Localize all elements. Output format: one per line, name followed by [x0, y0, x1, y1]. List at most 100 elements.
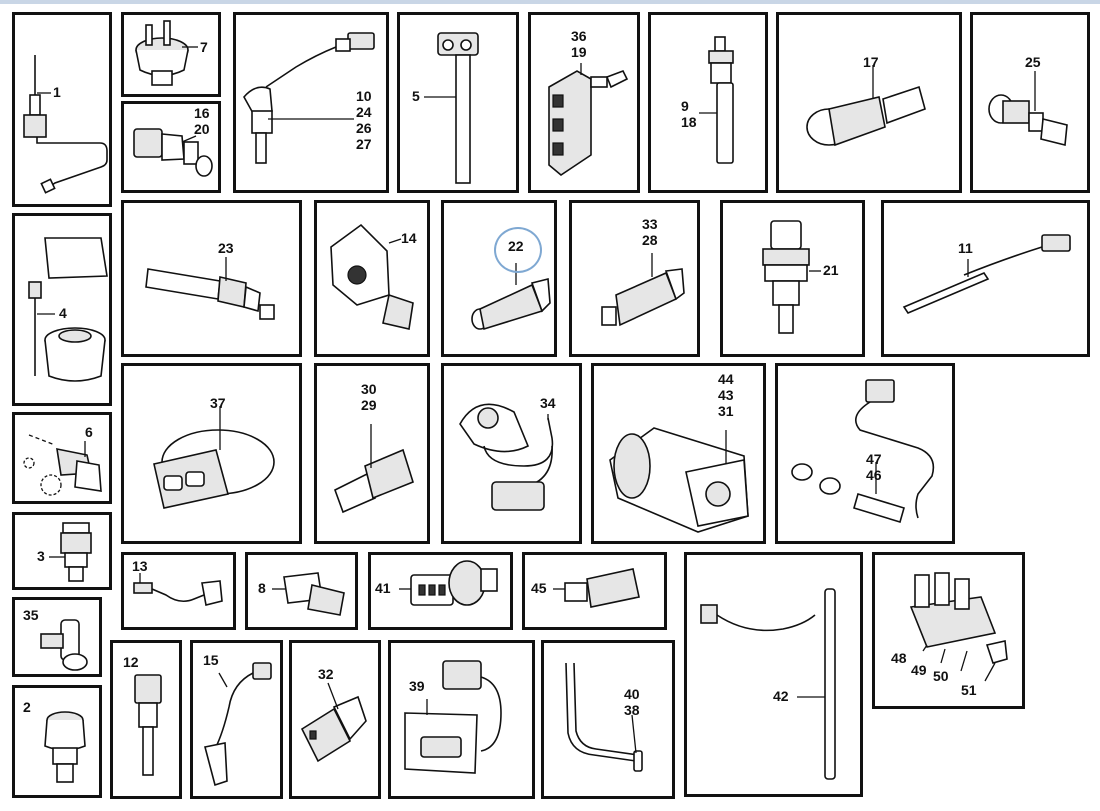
- callout-label: 16: [194, 105, 210, 121]
- part-14-drawing: [330, 223, 414, 330]
- part-cell-33[interactable]: 33 28: [569, 200, 700, 357]
- callout-label: 20: [194, 121, 210, 137]
- part-40-drawing: [565, 662, 643, 772]
- part-cell-3[interactable]: 3: [12, 512, 112, 590]
- callout-label: 11: [958, 240, 973, 256]
- callout-label: 50: [933, 668, 949, 684]
- part-cell-7[interactable]: 7: [121, 12, 221, 97]
- part-cell-40[interactable]: 40 38: [541, 640, 675, 799]
- part-7-drawing: [135, 20, 198, 86]
- callout-label: 14: [401, 230, 417, 246]
- part-1-drawing: [23, 55, 108, 194]
- part-25-drawing: [988, 71, 1068, 147]
- callout-label: 43: [718, 387, 734, 403]
- part-cell-39[interactable]: 39: [388, 640, 535, 799]
- callout-label: 47: [866, 451, 882, 467]
- callout-label: 46: [866, 467, 882, 483]
- callout-label: 49: [911, 662, 927, 678]
- part-cell-5[interactable]: 5: [397, 12, 519, 193]
- part-cell-6[interactable]: 6: [12, 412, 112, 504]
- part-2-drawing: [44, 711, 86, 783]
- part-cell-23[interactable]: 23: [121, 200, 302, 357]
- part-3-drawing: [49, 522, 92, 582]
- part-34-drawing: [459, 403, 554, 511]
- part-5-drawing: [424, 32, 479, 184]
- part-cell-2[interactable]: 2: [12, 685, 102, 798]
- part-cell-11[interactable]: 11: [881, 200, 1090, 357]
- part-9-drawing: [699, 36, 734, 164]
- part-44-drawing: [609, 427, 749, 533]
- part-cell-34[interactable]: 34: [441, 363, 582, 544]
- part-cell-30[interactable]: 30 29: [314, 363, 430, 544]
- part-37-drawing: [153, 406, 275, 509]
- part-cell-1[interactable]: 1: [12, 12, 112, 207]
- part-21-drawing: [762, 220, 821, 334]
- part-47-drawing: [791, 379, 935, 524]
- part-30-drawing: [334, 424, 414, 514]
- part-32-drawing: [300, 682, 367, 763]
- part-cell-8[interactable]: 8: [245, 552, 358, 630]
- part-15-drawing: [204, 662, 272, 787]
- part-23-drawing: [145, 257, 275, 320]
- part-cell-37[interactable]: 37: [121, 363, 302, 544]
- callout-label: 32: [318, 666, 334, 682]
- part-cell-4[interactable]: 4: [12, 213, 112, 406]
- part-cell-17[interactable]: 17: [776, 12, 962, 193]
- part-13-drawing: [133, 573, 223, 606]
- callout-label: 25: [1025, 54, 1041, 70]
- callout-label: 19: [571, 44, 587, 60]
- callout-label: 10: [356, 88, 372, 104]
- callout-label: 51: [961, 682, 977, 698]
- part-cell-16[interactable]: 16 20: [121, 101, 221, 193]
- callout-label: 23: [218, 240, 234, 256]
- part-cell-45[interactable]: 45: [522, 552, 667, 630]
- callout-label: 1: [53, 84, 61, 100]
- part-39-drawing: [404, 660, 502, 774]
- callout-label: 26: [356, 120, 372, 136]
- part-16-drawing: [133, 128, 213, 177]
- part-cell-42[interactable]: 42: [684, 552, 863, 797]
- part-48-drawing: [909, 572, 1008, 682]
- part-cell-48[interactable]: 48 49 50 51: [872, 552, 1025, 709]
- callout-label: 3: [37, 548, 45, 564]
- callout-label: 13: [132, 558, 148, 574]
- top-border: [0, 0, 1100, 4]
- part-cell-44[interactable]: 44 43 31: [591, 363, 766, 544]
- callout-label: 40: [624, 686, 640, 702]
- part-10-drawing: [243, 32, 375, 164]
- part-cell-22[interactable]: 22: [441, 200, 557, 357]
- callout-label: 6: [85, 424, 93, 440]
- callout-label: 44: [718, 371, 734, 387]
- part-11-drawing: [902, 234, 1071, 314]
- part-cell-13[interactable]: 13: [121, 552, 236, 630]
- part-cell-10[interactable]: 10 24 26 27: [233, 12, 389, 193]
- callout-label: 34: [540, 395, 556, 411]
- part-cell-32[interactable]: 32: [289, 640, 381, 799]
- part-cell-25[interactable]: 25: [970, 12, 1090, 193]
- part-cell-14[interactable]: 14: [314, 200, 430, 357]
- callout-label: 30: [361, 381, 377, 397]
- callout-label: 7: [200, 39, 208, 55]
- part-cell-35[interactable]: 35: [12, 597, 102, 677]
- callout-label: 24: [356, 104, 372, 120]
- part-36-drawing: [548, 63, 629, 176]
- callout-label: 35: [23, 607, 39, 623]
- callout-label: 42: [773, 688, 789, 704]
- part-cell-9[interactable]: 9 18: [648, 12, 768, 193]
- highlight-circle: [494, 227, 542, 273]
- part-cell-21[interactable]: 21: [720, 200, 865, 357]
- part-cell-15[interactable]: 15: [190, 640, 283, 799]
- part-cell-47[interactable]: 47 46: [775, 363, 955, 544]
- part-4-drawing: [28, 237, 108, 382]
- callout-label: 29: [361, 397, 377, 413]
- part-cell-12[interactable]: 12: [110, 640, 182, 799]
- callout-label: 33: [642, 216, 658, 232]
- part-cell-41[interactable]: 41: [368, 552, 513, 630]
- callout-label: 5: [412, 88, 420, 104]
- callout-label: 2: [23, 699, 31, 715]
- callout-label: 27: [356, 136, 372, 152]
- part-6-drawing: [23, 434, 102, 496]
- part-12-drawing: [134, 674, 162, 776]
- part-cell-36[interactable]: 36 19: [528, 12, 640, 193]
- callout-label: 48: [891, 650, 907, 666]
